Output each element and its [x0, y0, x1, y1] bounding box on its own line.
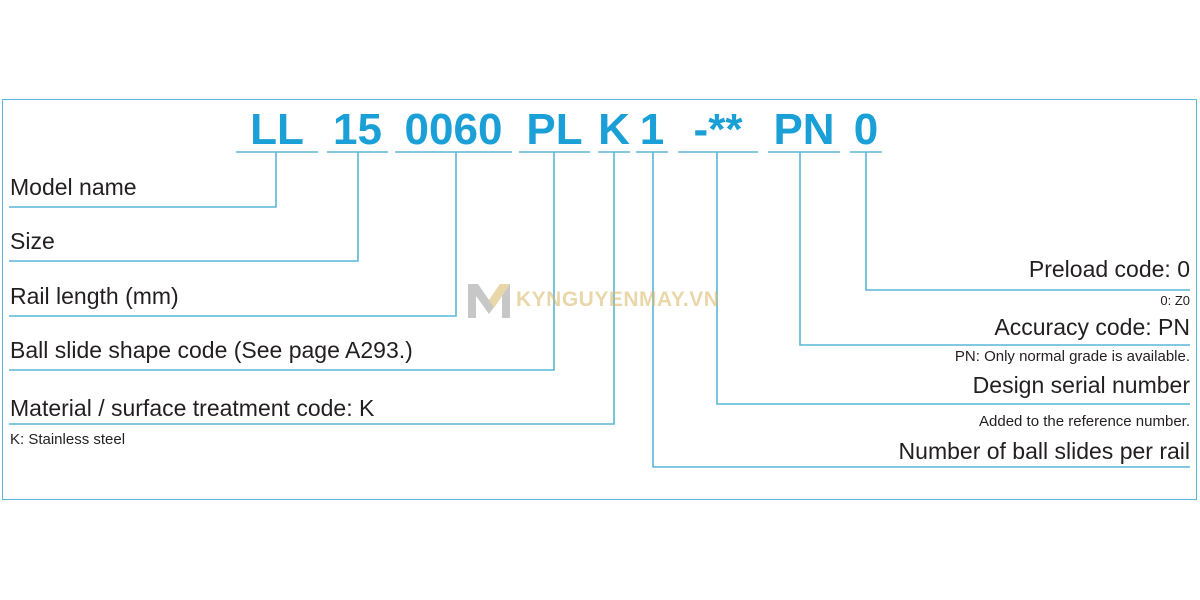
connector-serial: [716, 152, 1190, 405]
connector-material: [9, 152, 615, 425]
connector-shape: [9, 152, 555, 371]
note-preload: 0: Z0: [1160, 293, 1190, 308]
code-size: 15: [333, 105, 382, 154]
connector-length: [9, 152, 457, 317]
note-serial: Added to the reference number.: [979, 413, 1190, 430]
code-model: LL: [250, 105, 304, 154]
code-accuracy: PN: [773, 105, 835, 154]
label-serial: Design serial number: [972, 372, 1190, 398]
code-slides: 1: [639, 105, 665, 154]
label-shape: Ball slide shape code (See page A293.): [10, 337, 413, 363]
code-preload: 0: [853, 105, 879, 154]
label-size: Size: [10, 228, 55, 254]
note-material: K: Stainless steel: [10, 431, 126, 448]
label-rail-length: Rail length (mm): [10, 283, 179, 309]
note-accuracy: PN: Only normal grade is available.: [954, 348, 1190, 365]
connector-model: [9, 152, 277, 208]
m-logo-icon: [468, 284, 510, 318]
watermark: KYNGUYENMAY.VN: [466, 280, 719, 320]
code-rail-length: 0060: [404, 105, 503, 154]
watermark-text: KYNGUYENMAY.VN: [516, 288, 720, 311]
connector-slides: [652, 152, 1190, 468]
diagram-frame: [2, 99, 1197, 500]
label-model-name: Model name: [10, 174, 137, 200]
label-preload: Preload code: 0: [1028, 256, 1190, 282]
label-slides: Number of ball slides per rail: [898, 438, 1190, 464]
connector-accuracy: [799, 152, 1190, 346]
label-material: Material / surface treatment code: K: [10, 395, 375, 421]
label-accuracy: Accuracy code: PN: [994, 314, 1190, 340]
code-serial: -**: [693, 105, 743, 154]
connector-preload: [865, 152, 1190, 291]
code-shape: PL: [526, 105, 583, 154]
connector-size: [9, 152, 359, 262]
code-material: K: [598, 105, 630, 154]
